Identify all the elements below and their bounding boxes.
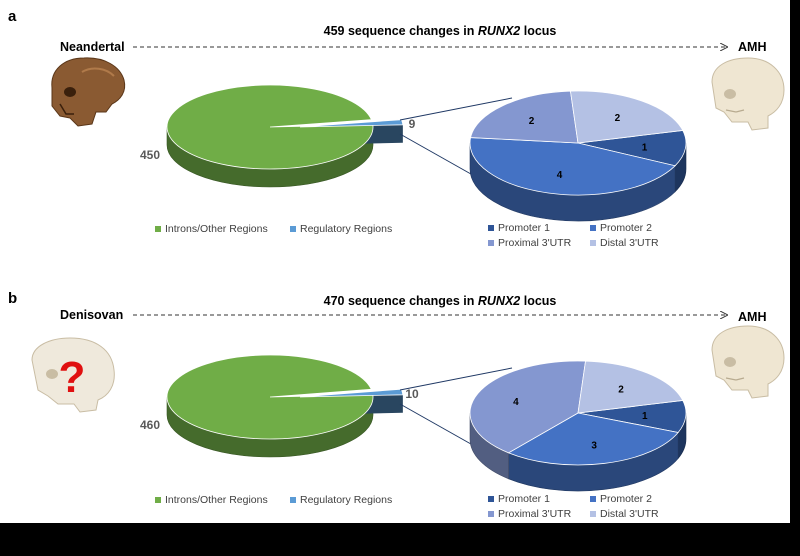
pie-slice-introns [166,354,374,440]
pie-slice-promoter-2 [469,137,676,196]
legend-swatch [590,511,596,517]
pie-charts: 9 1 4 2 2 10 1 3 4 2 [166,84,687,492]
panel-title: 459 sequence changes in RUNX2 locus [323,24,557,38]
main-total-label: 460 [140,418,161,432]
legend-swatch [590,240,596,246]
panel-letter: a [8,8,17,25]
pie-data-label: 4 [513,397,519,408]
pie-data-label: 2 [615,113,621,124]
pie-data-label: 2 [618,384,624,395]
pie-data-label: 2 [529,116,535,127]
regulatory-value-label: 10 [405,387,419,401]
legend-distal-3utr: Distal 3'UTR [590,508,659,520]
pie-slice-promoter-2 [507,412,679,466]
connector-line [399,97,513,121]
legend-promoter-1: Promoter 1 [488,222,550,234]
legend-swatch [590,225,596,231]
legend-swatch [290,226,296,232]
species-left-label: Neandertal [60,40,125,54]
legend-promoter-2: Promoter 2 [590,222,652,234]
legend-promoter-2: Promoter 2 [590,493,652,505]
connector-line [399,403,479,449]
pie-slice-distal-3utr [570,90,684,144]
amh-skull-icon [711,57,785,131]
pie-data-label: 3 [591,440,597,451]
pie-slice-distal-3utr [577,360,684,414]
connector-line [399,133,479,179]
legend-proximal-3utr: Proximal 3'UTR [488,508,571,520]
pie-slice-promoter-1 [577,129,687,167]
neandertal-skull-icon [51,57,126,127]
pie-data-label: 4 [557,170,563,181]
amh-skull-icon [711,325,785,399]
panel-letter: b [8,290,18,307]
denisovan-skull-question-icon: ? [31,337,115,413]
legend-swatch [488,511,494,517]
pie-data-label: 1 [642,142,648,153]
panel-title: 470 sequence changes in RUNX2 locus [323,294,557,308]
legend-regulatory: Regulatory Regions [290,223,392,235]
legend-swatch [488,225,494,231]
panel-b-pies: 10 1 3 4 2 [166,354,687,492]
legend-swatch [155,497,161,503]
legend-proximal-3utr: Proximal 3'UTR [488,237,571,249]
legend-swatch [488,496,494,502]
legend-introns: Introns/Other Regions [155,494,268,506]
legend-swatch [290,497,296,503]
legend-distal-3utr: Distal 3'UTR [590,237,659,249]
figure-graphics: ? 9 1 4 2 2 10 1 3 4 2 [31,0,785,492]
species-left-label: Denisovan [60,308,124,322]
legend-promoter-1: Promoter 1 [488,493,550,505]
legend-regulatory: Regulatory Regions [290,494,392,506]
legend-swatch [155,226,161,232]
panel-a-pies: 9 1 4 2 2 [166,84,687,222]
pie-slice-proximal-3utr [470,90,579,144]
pie-slice-proximal-3utr [469,360,586,454]
legend-swatch [488,240,494,246]
connector-line [399,367,513,391]
species-right-label: AMH [738,40,767,54]
main-total-label: 450 [140,148,161,162]
pie-data-label: 1 [642,411,648,422]
pie-slice-regulatory [299,388,404,398]
legend-introns: Introns/Other Regions [155,223,268,235]
species-right-label: AMH [738,310,767,324]
regulatory-value-label: 9 [409,117,416,131]
svg-text:?: ? [59,353,86,402]
pie-slice-introns [166,84,374,170]
legend-swatch [590,496,596,502]
